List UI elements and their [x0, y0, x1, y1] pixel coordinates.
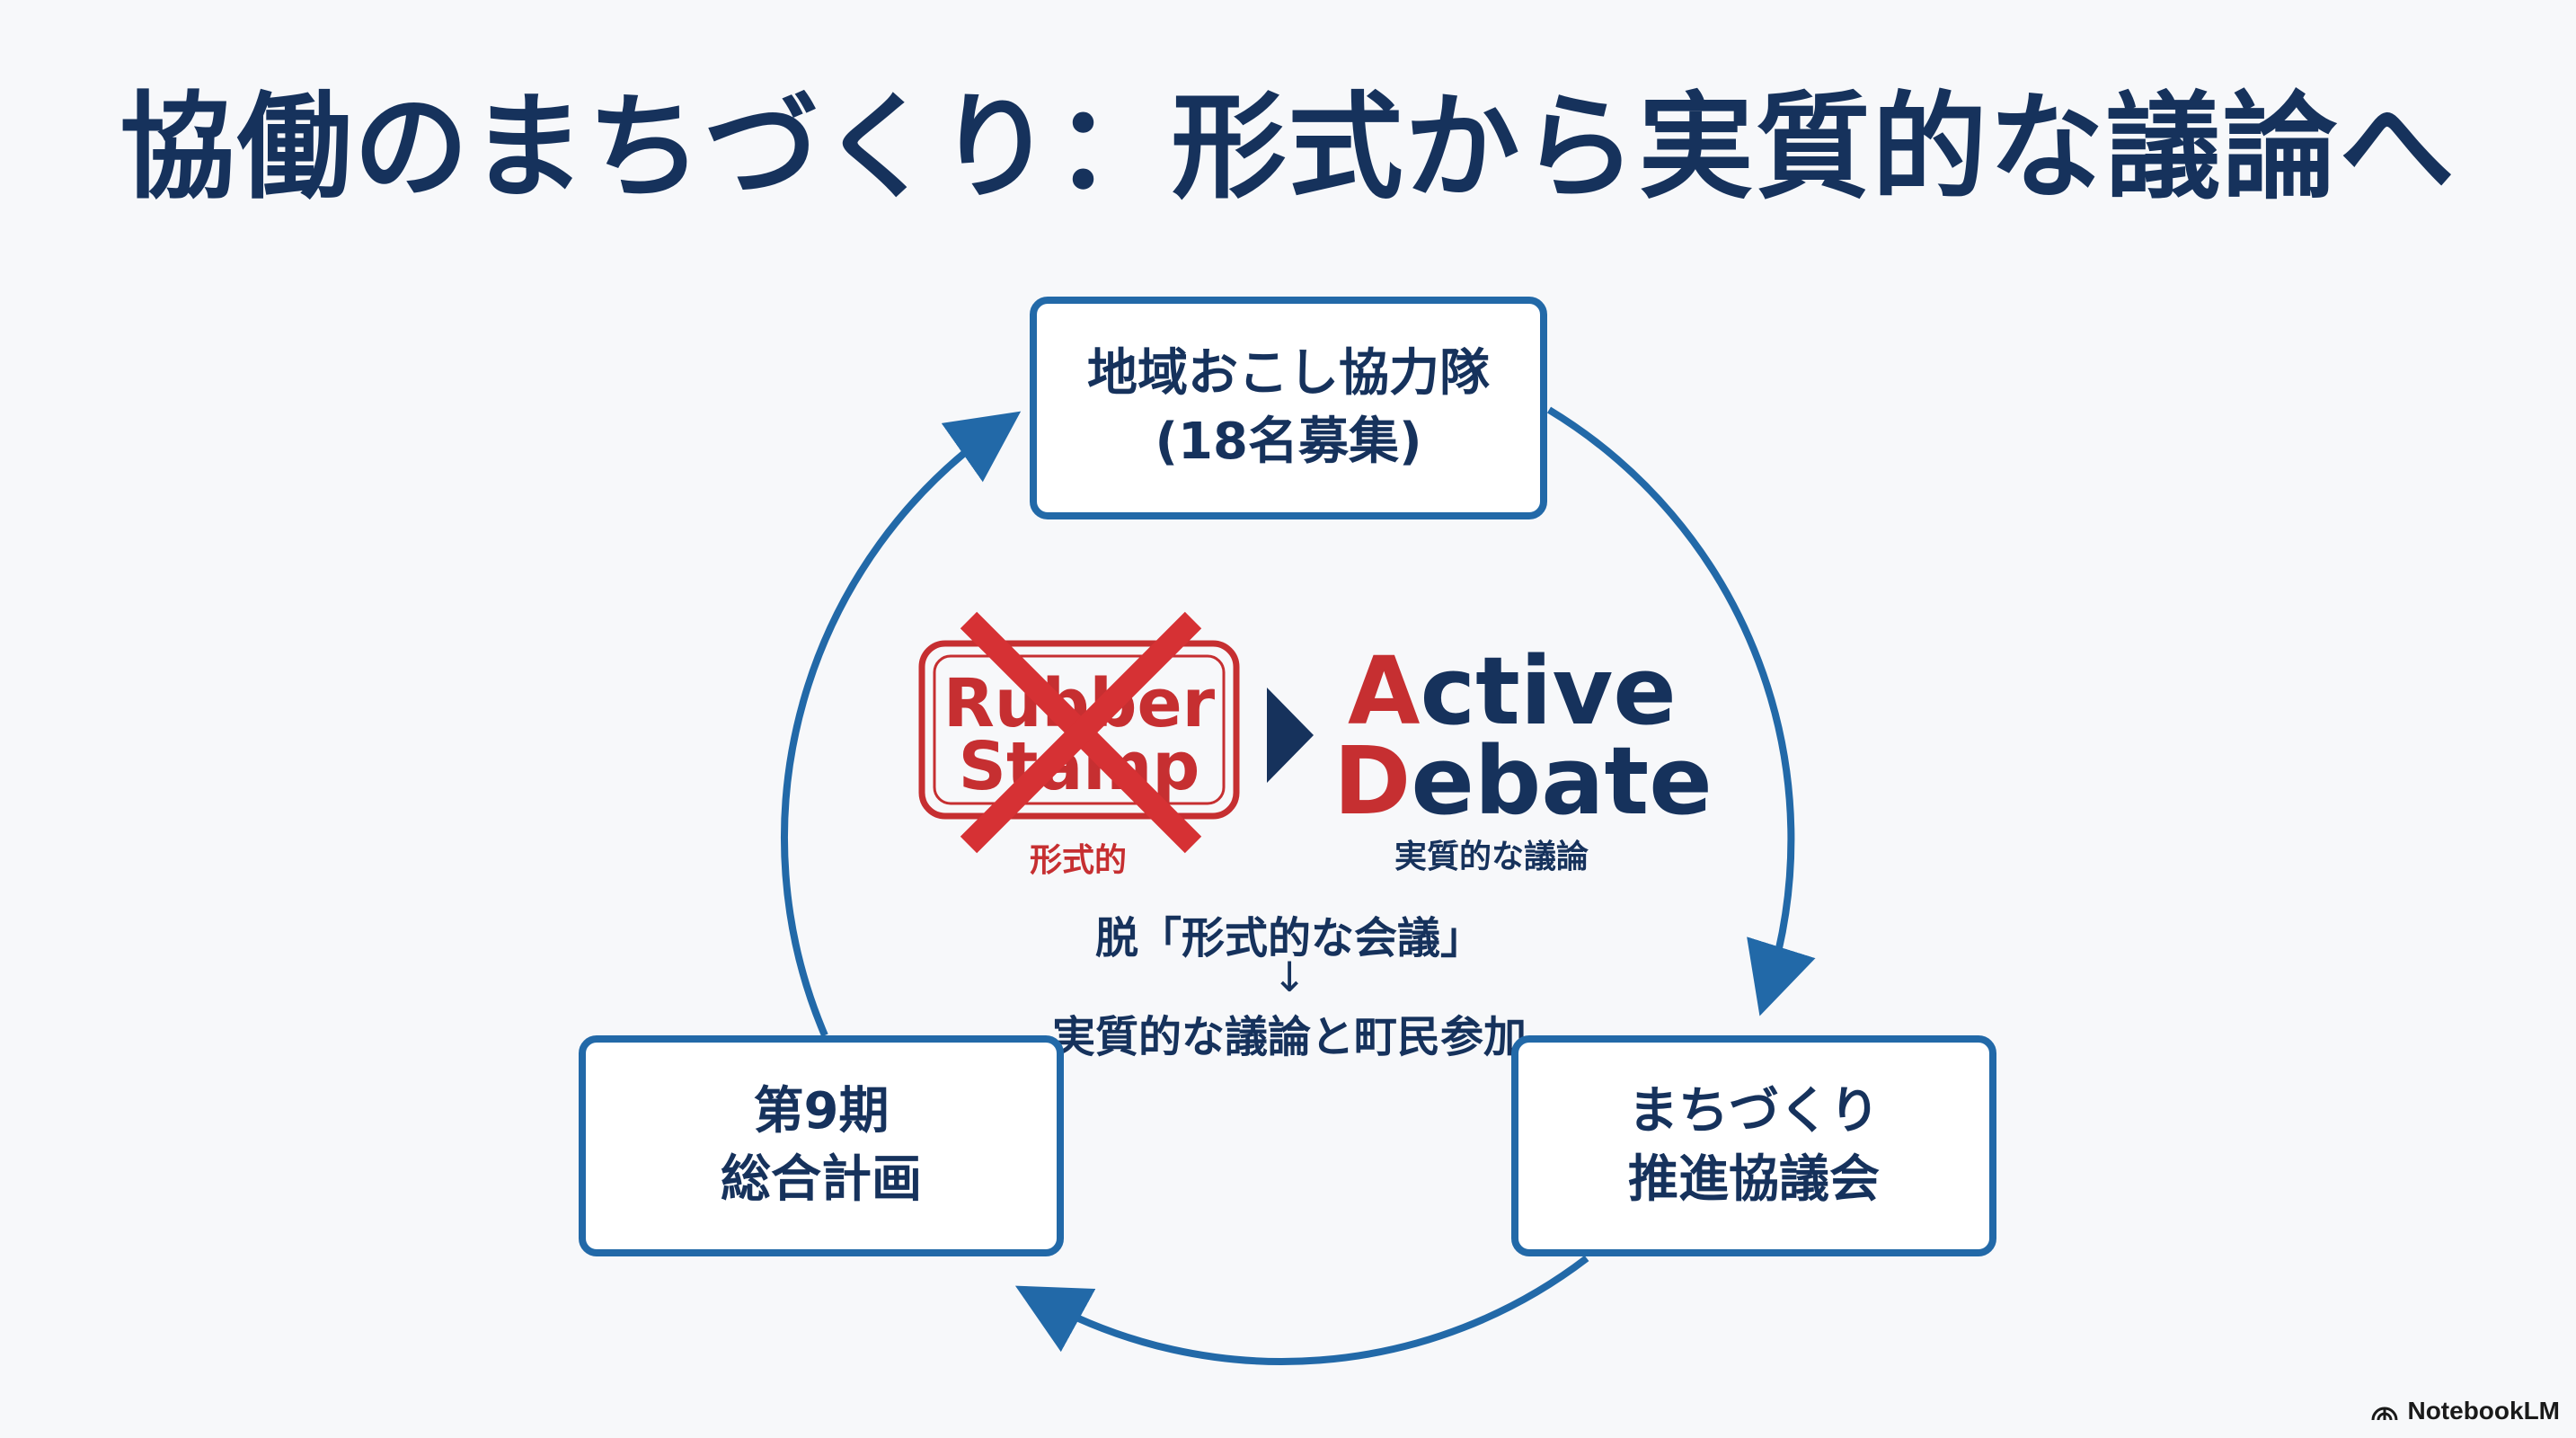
- message-line-2: 実質的な議論と町民参加: [1051, 1012, 1527, 1062]
- message-band: [988, 996, 1589, 1068]
- node-town-planning-council: まちづくり 推進協議会: [1511, 1035, 1996, 1256]
- notebooklm-credit: NotebookLM: [2371, 1397, 2560, 1425]
- slide-title: 協働のまちづくり：形式から実質的な議論へ: [120, 81, 2456, 215]
- active-first-letter: A: [1348, 636, 1421, 746]
- node-regional-revitalization-corps: 地域おこし協力隊 (18名募集): [1030, 297, 1547, 519]
- transition-arrow-icon: [1267, 688, 1314, 783]
- cycle-arc-right-to-left: [1014, 1255, 1589, 1365]
- active-word: Active: [1348, 640, 1677, 742]
- cycle-arc-top-to-right: [1546, 406, 1816, 1016]
- stamp-caption: 形式的: [1029, 842, 1127, 879]
- node-left-line2: 総合計画: [721, 1150, 922, 1209]
- node-right-line1: まちづくり: [1628, 1082, 1880, 1141]
- notebooklm-logo-icon: [2371, 1407, 2398, 1421]
- node-left-line1: 第9期: [753, 1082, 890, 1141]
- notebooklm-brand: NotebookLM: [2407, 1397, 2560, 1425]
- debate-rest: ebate: [1411, 726, 1713, 836]
- debate-caption: 実質的な議論: [1394, 839, 1589, 875]
- cross-out-icon: [960, 611, 1202, 854]
- debate-first-letter: D: [1333, 726, 1412, 836]
- rubber-stamp-icon: Rubber Stamp: [918, 640, 1240, 820]
- debate-word: Debate: [1333, 730, 1713, 832]
- node-comprehensive-plan: 第9期 総合計画: [579, 1035, 1064, 1256]
- node-top-line1: 地域おこし協力隊: [1087, 344, 1490, 404]
- cycle-arc-left-to-top: [781, 411, 1022, 1037]
- message-line-1: 脱「形式的な会議」: [1094, 913, 1483, 963]
- node-top-line2: (18名募集): [1155, 413, 1422, 471]
- message-down-arrow-icon: ↓: [1271, 953, 1307, 1001]
- active-rest: ctive: [1420, 636, 1677, 746]
- node-right-line2: 推進協議会: [1628, 1150, 1880, 1209]
